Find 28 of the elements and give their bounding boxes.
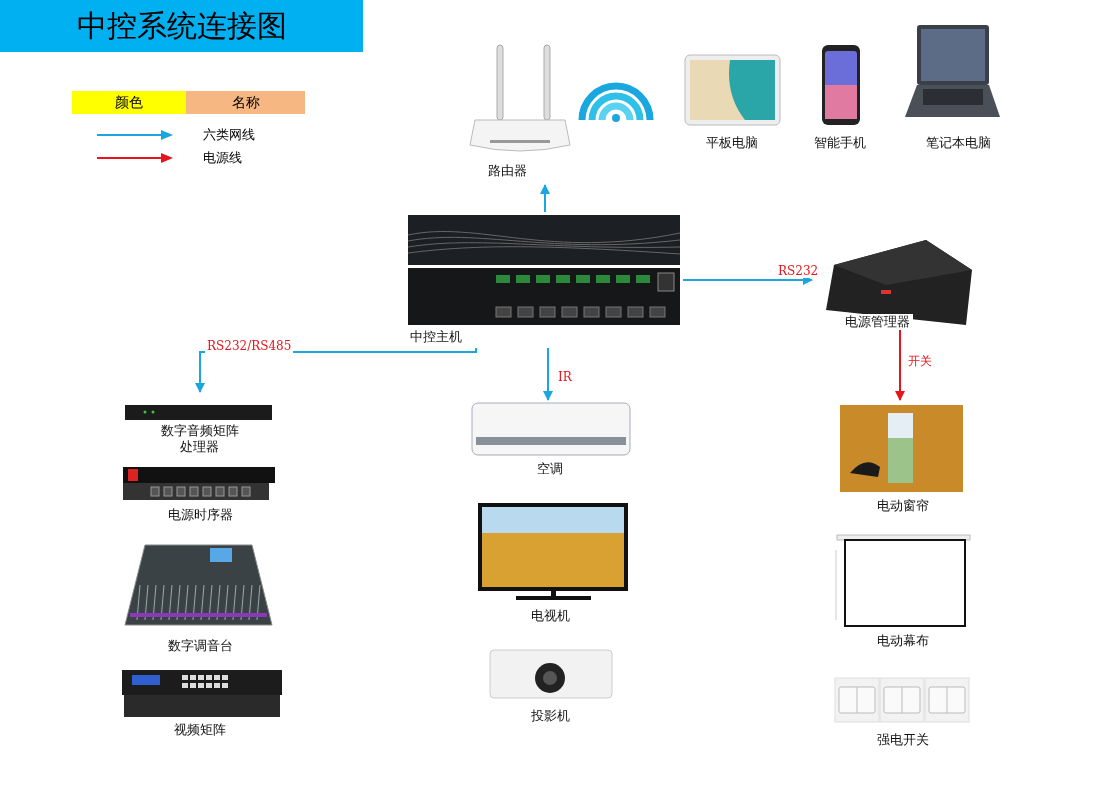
device-label: 数字调音台 [167, 638, 233, 654]
device-label: 电动幕布 [877, 633, 929, 649]
device-label: 笔记本电脑 [925, 135, 991, 151]
device-label: 智能手机 [814, 135, 866, 151]
device-label: 中控主机 [410, 329, 462, 345]
edge-label: RS232/RS485 [205, 339, 294, 353]
connector-arrow [543, 347, 553, 401]
connector-arrow [540, 184, 550, 213]
device-label: 空调 [537, 461, 563, 477]
device-label: 电源管理器 [842, 314, 913, 330]
device-label: 平板电脑 [706, 135, 758, 151]
device-label: 电视机 [530, 608, 570, 624]
device-label: 电动窗帘 [877, 498, 929, 514]
device-label: 投影机 [530, 708, 570, 724]
connector-arrow [682, 275, 813, 285]
device-label: 路由器 [487, 163, 527, 179]
device-label: 电源时序器 [167, 507, 233, 523]
legend-header-cell: 颜色 [72, 91, 186, 114]
edge-label: 开关 [906, 354, 934, 368]
legend-text: 六类网线 [203, 126, 255, 143]
title-banner: 中控系统连接图 [0, 0, 363, 52]
connector-arrow [895, 327, 905, 401]
legend-header-cell: 名称 [186, 91, 305, 114]
edge-label: IR [556, 370, 574, 384]
device-label: 视频矩阵 [174, 722, 226, 738]
device-label: 强电开关 [877, 732, 929, 748]
legend-text: 电源线 [203, 149, 242, 166]
device-label: 数字音频矩阵处理器 [160, 423, 240, 455]
